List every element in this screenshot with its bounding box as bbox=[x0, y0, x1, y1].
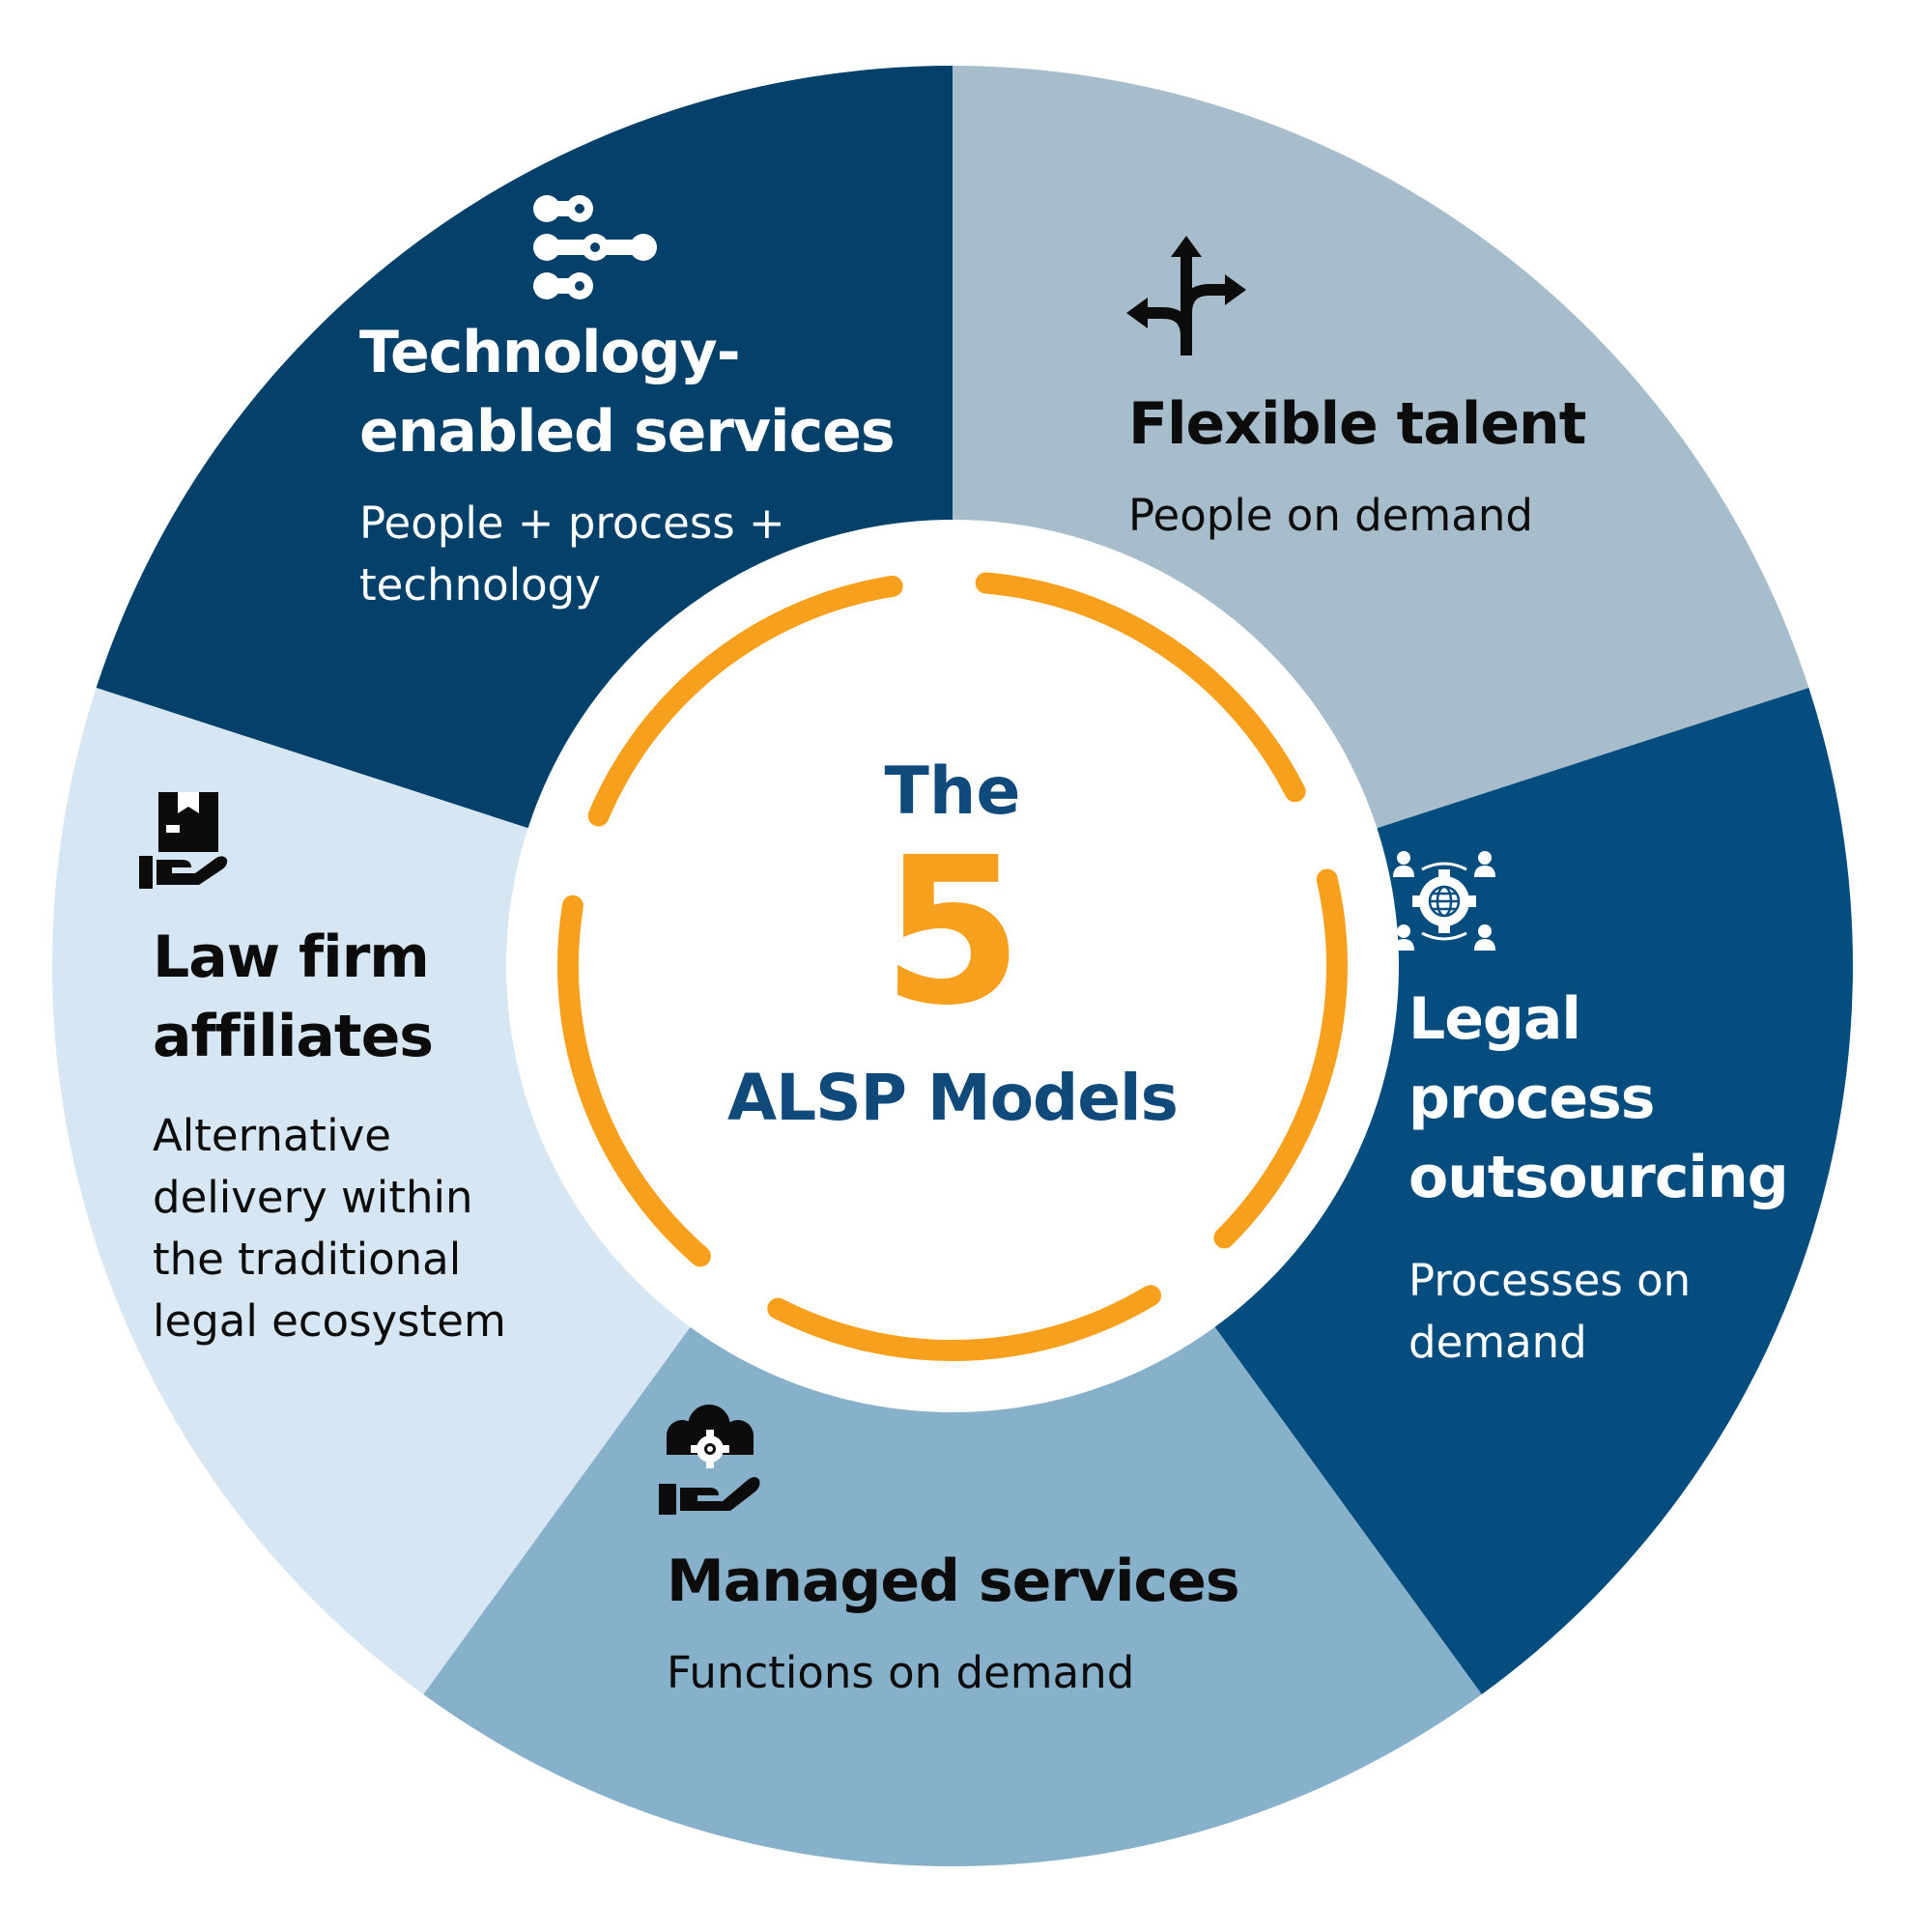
lawfirm-subtitle-line-4: legal ecosystem bbox=[153, 1295, 506, 1347]
lawfirm-subtitle-line-2: delivery within bbox=[153, 1172, 473, 1223]
ring-arc-top-right bbox=[975, 572, 1306, 803]
lawfirm-title-line-2: affiliates bbox=[153, 1003, 434, 1070]
flexible-title-line-1: Flexible talent bbox=[1128, 390, 1586, 458]
managed-title: Managed services bbox=[667, 1542, 1240, 1621]
global-gear-people-icon bbox=[1393, 851, 1495, 951]
lpo-title: Legal process outsourcing bbox=[1408, 980, 1789, 1217]
center-models-label: ALSP Models bbox=[727, 1061, 1179, 1135]
flexible-subtitle: People on demand bbox=[1128, 485, 1533, 547]
lpo-subtitle-line-2: demand bbox=[1408, 1317, 1587, 1368]
lawfirm-title: Law firm affiliates bbox=[153, 918, 434, 1076]
center-circle bbox=[506, 520, 1399, 1412]
direction-arrows-icon bbox=[1126, 236, 1246, 355]
tech-title-line-2: enabled services bbox=[359, 398, 896, 466]
tech-subtitle-line-1: People + process + bbox=[359, 497, 785, 549]
ring-arc-bottom bbox=[767, 1285, 1161, 1361]
hand-box-icon bbox=[139, 792, 228, 889]
orange-ring bbox=[556, 572, 1348, 1361]
lawfirm-subtitle-line-1: Alternative bbox=[153, 1110, 391, 1161]
lawfirm-title-line-1: Law firm bbox=[153, 923, 430, 991]
managed-subtitle: Functions on demand bbox=[667, 1642, 1134, 1704]
lpo-title-line-2: process bbox=[1408, 1065, 1655, 1132]
lpo-subtitle-line-1: Processes on bbox=[1408, 1255, 1692, 1306]
flexible-title: Flexible talent bbox=[1128, 384, 1586, 464]
lawfirm-subtitle: Alternative delivery within the traditio… bbox=[153, 1105, 506, 1352]
lpo-subtitle: Processes on demand bbox=[1408, 1250, 1691, 1374]
cloud-gear-hand-icon bbox=[659, 1405, 760, 1515]
managed-title-line-1: Managed services bbox=[667, 1548, 1240, 1615]
flexible-subtitle-line-1: People on demand bbox=[1128, 490, 1533, 541]
ring-arc-left bbox=[556, 895, 711, 1267]
tech-title: Technology- enabled services bbox=[359, 313, 896, 471]
tech-subtitle-line-2: technology bbox=[359, 559, 601, 611]
lpo-title-line-3: outsourcing bbox=[1408, 1144, 1789, 1211]
network-nodes-icon bbox=[533, 195, 657, 299]
segment-managed-services bbox=[423, 966, 1482, 1866]
tech-subtitle: People + process + technology bbox=[359, 493, 785, 616]
ring-arc-top-left bbox=[587, 575, 903, 827]
center-number: 5 bbox=[881, 813, 1024, 1050]
lawfirm-subtitle-line-3: the traditional bbox=[153, 1234, 462, 1285]
tech-title-line-1: Technology- bbox=[359, 319, 741, 386]
managed-subtitle-line-1: Functions on demand bbox=[667, 1647, 1135, 1698]
center-the-label: The bbox=[884, 753, 1021, 830]
ring-arc-right bbox=[1213, 868, 1348, 1249]
lpo-title-line-1: Legal bbox=[1408, 985, 1581, 1053]
